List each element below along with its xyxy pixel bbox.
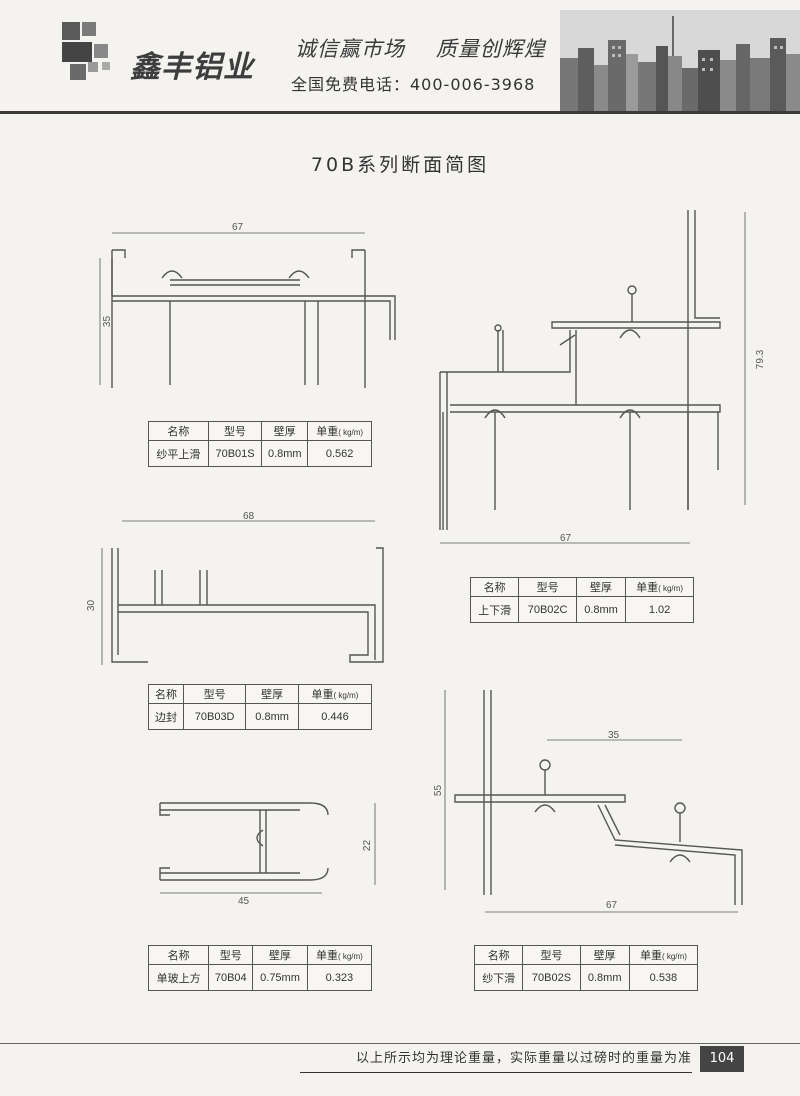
cell-weight: 0.562 — [307, 440, 372, 467]
brand-name: 鑫丰铝业 — [130, 50, 254, 85]
company-logo — [62, 22, 110, 80]
header-name: 名称 — [473, 945, 524, 965]
dim-70B02S-35: 35 — [608, 730, 620, 741]
cell-model: 70B04 — [208, 964, 254, 991]
cell-name: 纱平上滑 — [148, 440, 209, 467]
profile-70B01S-drawing — [99, 232, 396, 388]
header-weight: 单重( kg/m) — [306, 945, 373, 965]
dim-70B04-height: 22 — [362, 839, 374, 852]
dim-70B03D-width: 68 — [243, 511, 255, 522]
cell-name: 纱下滑 — [473, 964, 524, 991]
cell-weight: 0.538 — [628, 964, 699, 991]
cell-weight: 1.02 — [625, 596, 694, 623]
dim-70B01S-height: 35 — [102, 315, 114, 328]
header-thickness: 壁厚 — [575, 577, 627, 597]
dim-70B02S-67: 67 — [606, 900, 618, 911]
slogan: 诚信赢市场 质量创辉煌 — [295, 37, 546, 61]
dim-70B02S-55: 55 — [433, 784, 445, 797]
profile-70B02C-drawing — [439, 210, 746, 544]
header-thickness: 壁厚 — [245, 684, 299, 704]
header-weight: 单重( kg/m) — [628, 945, 699, 965]
spec-table-70B04: 名称 型号 壁厚 单重( kg/m) 单玻上方 70B04 0.75mm 0.3… — [147, 945, 373, 991]
header-thickness: 壁厚 — [261, 421, 309, 441]
page-title: 70B系列断面简图 — [310, 154, 490, 176]
cell-model: 70B02C — [518, 596, 577, 623]
dim-70B01S-width: 67 — [232, 222, 244, 233]
header-name: 名称 — [147, 684, 185, 704]
cell-weight: 0.323 — [306, 964, 373, 991]
dim-70B02C-height: 79.3 — [755, 349, 767, 370]
cell-thickness: 0.8mm — [261, 440, 309, 467]
header-name: 名称 — [469, 577, 520, 597]
dim-70B03D-height: 30 — [86, 599, 98, 612]
dim-70B04-width: 45 — [238, 896, 250, 907]
header-model: 型号 — [208, 945, 254, 965]
cell-weight: 0.446 — [297, 703, 373, 730]
header-model: 型号 — [522, 945, 581, 965]
cell-name: 上下滑 — [469, 596, 520, 623]
cell-thickness: 0.8mm — [575, 596, 627, 623]
city-skyline-image — [560, 10, 800, 114]
cell-model: 70B01S — [207, 440, 263, 467]
footer-divider — [0, 1043, 800, 1044]
spec-table-70B02C: 名称 型号 壁厚 单重( kg/m) 上下滑 70B02C 0.8mm 1.02 — [469, 577, 694, 623]
header-divider — [0, 111, 800, 114]
cell-model: 70B02S — [522, 964, 581, 991]
cell-thickness: 0.8mm — [245, 703, 299, 730]
header-thickness: 壁厚 — [579, 945, 630, 965]
header-model: 型号 — [207, 421, 263, 441]
profile-70B03D-drawing — [101, 520, 384, 665]
spec-table-70B03D: 名称 型号 壁厚 单重( kg/m) 边封 70B03D 0.8mm 0.446 — [147, 684, 373, 730]
profile-70B02S-drawing — [444, 690, 743, 913]
cell-thickness: 0.75mm — [252, 964, 308, 991]
header-weight: 单重( kg/m) — [297, 684, 373, 704]
header-thickness: 壁厚 — [252, 945, 308, 965]
page-header: 鑫丰铝业 诚信赢市场 质量创辉煌 全国免费电话：400-006-3968 — [0, 0, 800, 114]
cell-name: 单玻上方 — [147, 964, 210, 991]
page-number: 104 — [700, 1046, 744, 1072]
spec-table-70B01S: 名称 型号 壁厚 单重( kg/m) 纱平上滑 70B01S 0.8mm 0.5… — [148, 421, 372, 467]
footer-note: 以上所示均为理论重量，实际重量以过磅时的重量为准 — [300, 1046, 692, 1073]
header-name: 名称 — [148, 421, 209, 441]
header-weight: 单重( kg/m) — [307, 421, 372, 441]
header-weight: 单重( kg/m) — [625, 577, 694, 597]
hotline: 全国免费电话：400-006-3968 — [291, 75, 536, 94]
header-model: 型号 — [518, 577, 577, 597]
dim-70B02C-width: 67 — [560, 533, 572, 544]
cell-model: 70B03D — [183, 703, 247, 730]
header-model: 型号 — [183, 684, 247, 704]
profile-70B04-drawing — [159, 802, 376, 894]
spec-table-70B02S: 名称 型号 壁厚 单重( kg/m) 纱下滑 70B02S 0.8mm 0.53… — [473, 945, 699, 991]
cell-thickness: 0.8mm — [579, 964, 630, 991]
header-name: 名称 — [147, 945, 210, 965]
cell-name: 边封 — [147, 703, 185, 730]
